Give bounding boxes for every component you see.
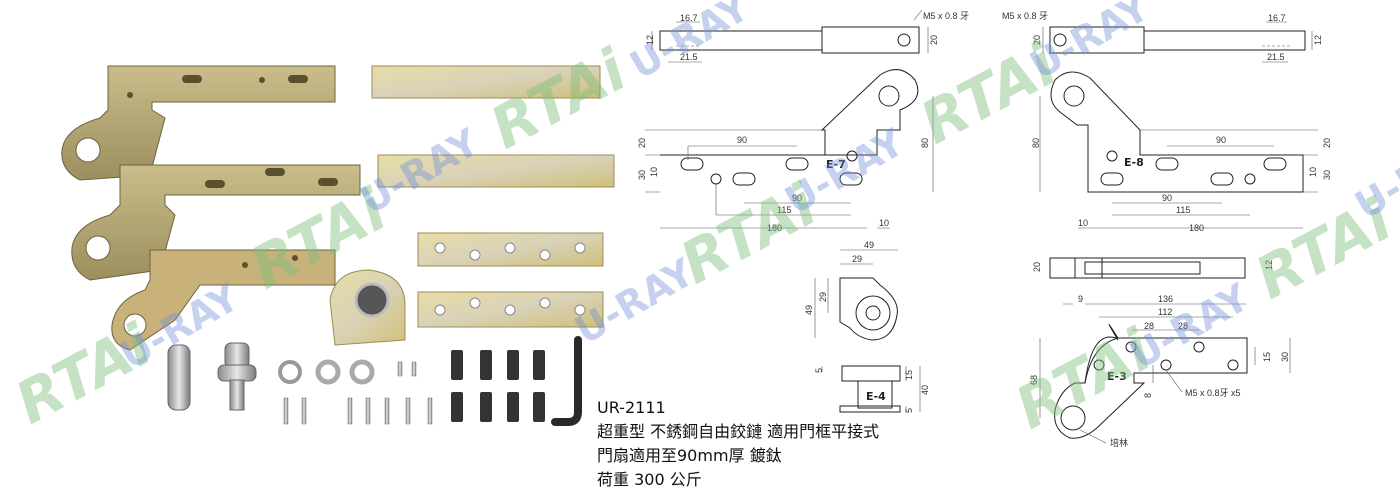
mounting-plates: [371, 65, 615, 328]
dim-20-side: 20: [1032, 262, 1042, 272]
dim-112: 112: [1158, 307, 1172, 317]
dim-30: 30: [637, 170, 647, 180]
dim-21-5: 21.5: [1267, 52, 1285, 62]
part-label-e4: E-4: [866, 390, 886, 403]
dim-20: 20: [1032, 35, 1042, 45]
dim-12: 12: [1313, 35, 1323, 45]
dim-29-width: 29: [852, 254, 862, 264]
drawing-e4: 49 29 49 29 E-4 5 15 40 5: [804, 240, 930, 413]
dim-90-bottom: 90: [792, 193, 802, 203]
dim-12-side: 12: [1264, 260, 1274, 270]
dim-90-top: 90: [737, 135, 747, 145]
dim-8: 8: [1143, 393, 1153, 398]
dim-5-bottom: 5: [904, 408, 914, 413]
dim-40: 40: [920, 385, 930, 395]
watermark-rtai: RTAi: [480, 35, 638, 162]
part-label-e3: E-3: [1107, 370, 1127, 383]
thread-note: M5 x 0.8牙 x5: [1185, 388, 1241, 398]
hinge-arm-top: [61, 65, 336, 181]
dim-10: 10: [1308, 167, 1318, 177]
dim-5-top: 5: [814, 368, 824, 373]
hinge-arm-middle: [71, 164, 361, 281]
drawing-e7: 16.7 21.5 12 20 M5 x 0.8 牙 E-7 90 20 30 …: [637, 9, 969, 233]
dim-16-7: 16.7: [680, 13, 698, 23]
dim-30: 30: [1280, 352, 1290, 362]
dim-115: 115: [777, 205, 791, 215]
dim-28-a: 28: [1144, 321, 1154, 331]
dim-10-offset: 10: [1078, 218, 1088, 228]
part-label-e8: E-8: [1124, 156, 1144, 169]
thread-note: M5 x 0.8 牙: [1002, 11, 1048, 21]
hinge-arm-bottom: [111, 249, 336, 351]
dim-90-bottom: 90: [1162, 193, 1172, 203]
dim-90-top: 90: [1216, 135, 1226, 145]
dim-28-b: 28: [1178, 321, 1188, 331]
product-description: UR-2111 超重型 不銹鋼自由鉸鏈 適用門框平接式 門扇適用至90mm厚 鍍…: [597, 396, 879, 492]
pivot-block: [329, 269, 406, 346]
dim-20: 20: [637, 138, 647, 148]
dim-15: 15: [1262, 352, 1272, 362]
dim-49-width: 49: [864, 240, 874, 250]
dim-29-height: 29: [818, 292, 828, 302]
drawing-e3: E-3 9 136 112 28 28 68 15 30 8 M5 x 0.8牙…: [1029, 294, 1291, 448]
drawing-e8: M5 x 0.8 牙 16.7 21.5 20 12 E-8 90 20 30 …: [1002, 11, 1332, 279]
dim-180: 180: [767, 223, 782, 233]
dim-12: 12: [645, 35, 655, 45]
dim-80: 80: [1031, 138, 1041, 148]
dim-136: 136: [1158, 294, 1173, 304]
dim-10-offset: 10: [879, 218, 889, 228]
thread-note: M5 x 0.8 牙: [923, 11, 969, 21]
description-line-2: 門扇適用至90mm厚 鍍鈦: [597, 446, 782, 465]
dim-20: 20: [1322, 138, 1332, 148]
dim-10: 10: [649, 167, 659, 177]
product-photo: [61, 65, 615, 426]
description-line-1: 超重型 不銹鋼自由鉸鏈 適用門框平接式: [597, 422, 880, 441]
watermark-uray: U-RAY: [623, 0, 757, 88]
dim-16-7: 16.7: [1268, 13, 1286, 23]
watermark-uray: U-RAY: [778, 120, 912, 223]
model-number: UR-2111: [597, 398, 666, 417]
dim-80: 80: [920, 138, 930, 148]
pins-and-screws: [167, 336, 582, 426]
dim-180: 180: [1189, 223, 1204, 233]
dim-20: 20: [929, 35, 939, 45]
load-capacity: 荷重 300 公斤: [597, 470, 702, 489]
dim-21-5: 21.5: [680, 52, 698, 62]
dim-68: 68: [1029, 375, 1039, 385]
dim-115: 115: [1176, 205, 1190, 215]
bushing-note: 培林: [1110, 437, 1128, 448]
dim-9: 9: [1078, 294, 1083, 304]
dim-30: 30: [1322, 170, 1332, 180]
part-label-e7: E-7: [826, 158, 846, 171]
dim-15: 15: [904, 370, 914, 380]
dim-49-height: 49: [804, 305, 814, 315]
